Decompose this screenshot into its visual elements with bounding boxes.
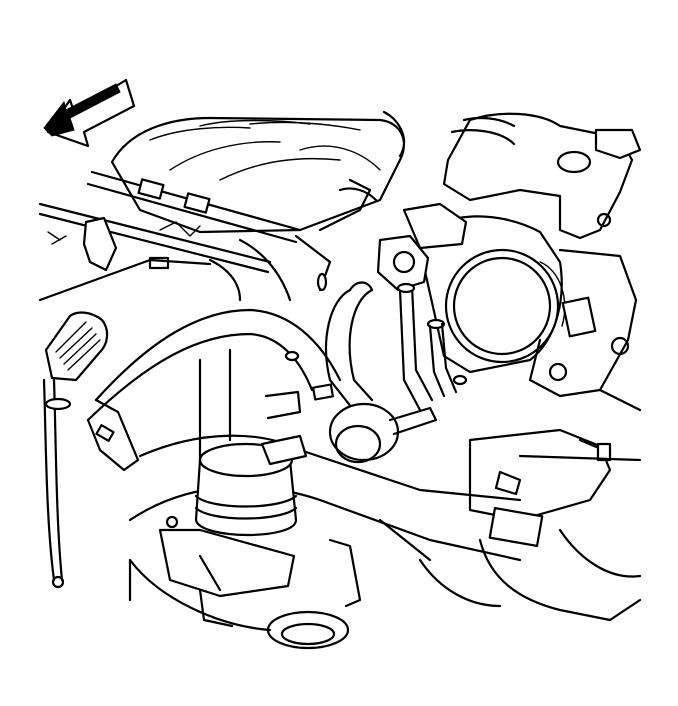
air-pump: [158, 434, 308, 628]
center-fitting: [328, 402, 438, 464]
structure-lines: [38, 178, 378, 462]
throttle-sensor: [376, 202, 468, 292]
injector-connector: [47, 216, 118, 272]
lower-housing: [328, 454, 642, 622]
lower-pulley: [128, 558, 350, 650]
dipstick-tube: [42, 378, 72, 589]
vacuum-fittings: [95, 256, 468, 442]
air-intake-duct: [86, 308, 522, 562]
fuel-rail: [38, 170, 332, 292]
lower-right-sensor: [468, 428, 612, 548]
dipstick-handle: [44, 311, 109, 382]
coolant-hose: [324, 281, 458, 412]
upper-bracket: [382, 110, 642, 240]
intake-manifold: [110, 116, 406, 234]
right-bracket: [528, 248, 642, 412]
direction-arrow-icon: [43, 78, 136, 148]
